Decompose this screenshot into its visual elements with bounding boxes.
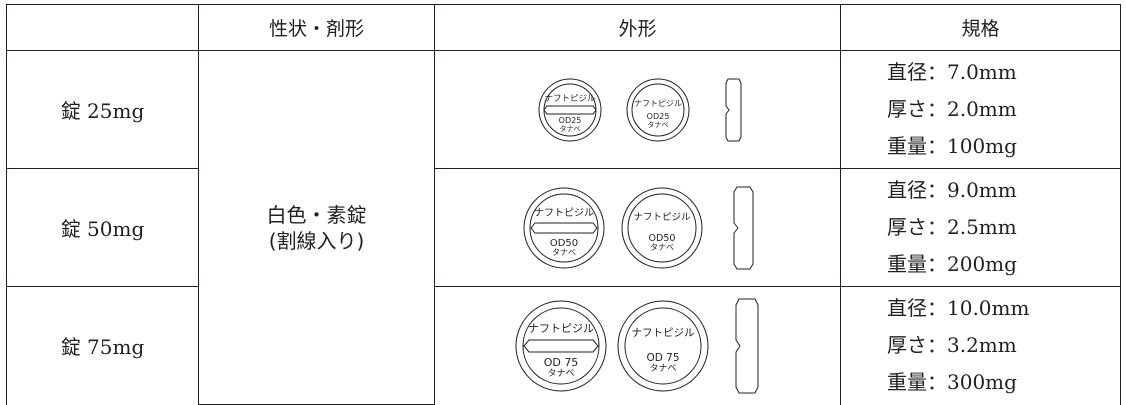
spec-thickness: 厚さ：3.2mm <box>887 333 1017 358</box>
tablet-front-drawing <box>523 187 604 268</box>
tablet-back-code-line1: OD 75 <box>646 352 679 364</box>
table-row: 錠 75mg ナフトピジル OD 75 タナベ ナフトピジル <box>6 286 1121 405</box>
row-label: 錠 25mg <box>6 50 199 169</box>
tablet-back-text: ナフトピジル <box>634 99 682 108</box>
tablet-shape-cell: ナフトピジル OD 75 タナベ ナフトピジル OD 75 タナベ <box>434 286 841 405</box>
spec-diameter: 直径：10.0mm <box>887 296 1030 321</box>
tablet-illustration: ナフトピジル OD50 タナベ ナフトピジル OD50 タナベ <box>523 186 753 269</box>
spec-diameter: 直径：7.0mm <box>887 60 1017 84</box>
tablet-back-code-line1: OD25 <box>646 112 669 121</box>
tablet-back-text: ナフトピジル <box>633 212 691 223</box>
property-line-2: (割線入り) <box>268 228 365 253</box>
table-row: 錠 50mg ナフトピジル OD50 タナベ ナフトピジル <box>6 168 1121 287</box>
tablet-code-line1: OD50 <box>549 238 577 249</box>
tablet-back-code-line1: OD50 <box>648 233 675 244</box>
tablet-back-code-line2: タナベ <box>649 363 676 374</box>
property-line-1: 白色・素錠 <box>266 202 367 227</box>
spec-cell: 直径：7.0mm 厚さ：2.0mm 重量：100mg <box>840 50 1121 169</box>
tablet-back-drawing <box>621 187 702 268</box>
tablet-side-drawing <box>725 78 741 141</box>
tablet-side-drawing <box>735 298 758 394</box>
tablet-back-drawing <box>626 78 689 141</box>
spec-weight: 重量：200mg <box>887 252 1017 276</box>
tablet-shape-cell: ナフトピジル OD25 タナベ ナフトピジル OD25 タナベ <box>434 50 841 169</box>
header-property: 性状・剤形 <box>198 4 435 51</box>
row-label: 錠 75mg <box>6 286 199 405</box>
tablet-front-text: ナフトピジル <box>528 322 594 335</box>
tablet-back-code-line2: タナベ <box>650 243 674 252</box>
tablet-front-text: ナフトピジル <box>544 94 596 104</box>
tablet-side-drawing <box>733 186 753 269</box>
spec-thickness: 厚さ：2.5mm <box>887 215 1017 239</box>
tablet-illustration: ナフトピジル OD25 タナベ ナフトピジル OD25 タナベ <box>538 78 741 141</box>
header-spec: 規格 <box>840 4 1121 51</box>
tablet-code-line1: OD25 <box>558 116 581 125</box>
tablet-back-drawing <box>617 300 708 392</box>
row-label: 錠 50mg <box>6 168 199 287</box>
table-row: 錠 25mg 白色・素錠 (割線入り) ナフトピジル OD25 タナベ <box>6 50 1121 405</box>
header-corner <box>6 4 199 51</box>
tablet-code-line2: タナベ <box>559 124 580 133</box>
tablet-front-text: ナフトピジル <box>534 207 594 219</box>
spec-diameter: 直径：9.0mm <box>887 178 1017 202</box>
header-row: 性状・剤形 外形 規格 <box>6 4 1121 51</box>
spec-cell: 直径：9.0mm 厚さ：2.5mm 重量：200mg <box>840 168 1121 287</box>
tablet-back-code-line2: タナベ <box>647 120 668 129</box>
header-appearance: 外形 <box>434 4 841 51</box>
spec-weight: 重量：100mg <box>887 134 1017 158</box>
tablet-illustration: ナフトピジル OD 75 タナベ ナフトピジル OD 75 タナベ <box>515 298 758 394</box>
spec-cell: 直径：10.0mm 厚さ：3.2mm 重量：300mg <box>840 286 1121 405</box>
tablet-code-line1: OD 75 <box>543 356 578 369</box>
spec-weight: 重量：300mg <box>887 370 1017 395</box>
tablet-back-text: ナフトピジル <box>631 327 694 339</box>
property-cell: 白色・素錠 (割線入り) <box>198 50 435 405</box>
tablet-code-line2: タナベ <box>547 368 574 379</box>
spec-thickness: 厚さ：2.0mm <box>887 97 1017 121</box>
spec-table: 性状・剤形 外形 規格 錠 25mg 白色・素錠 (割線入り) ナ <box>6 4 1121 405</box>
tablet-front-drawing <box>538 78 601 141</box>
tablet-code-line2: タナベ <box>552 248 576 257</box>
tablet-shape-cell: ナフトピジル OD50 タナベ ナフトピジル OD50 タナベ <box>434 168 841 287</box>
tablet-front-drawing <box>515 300 606 392</box>
